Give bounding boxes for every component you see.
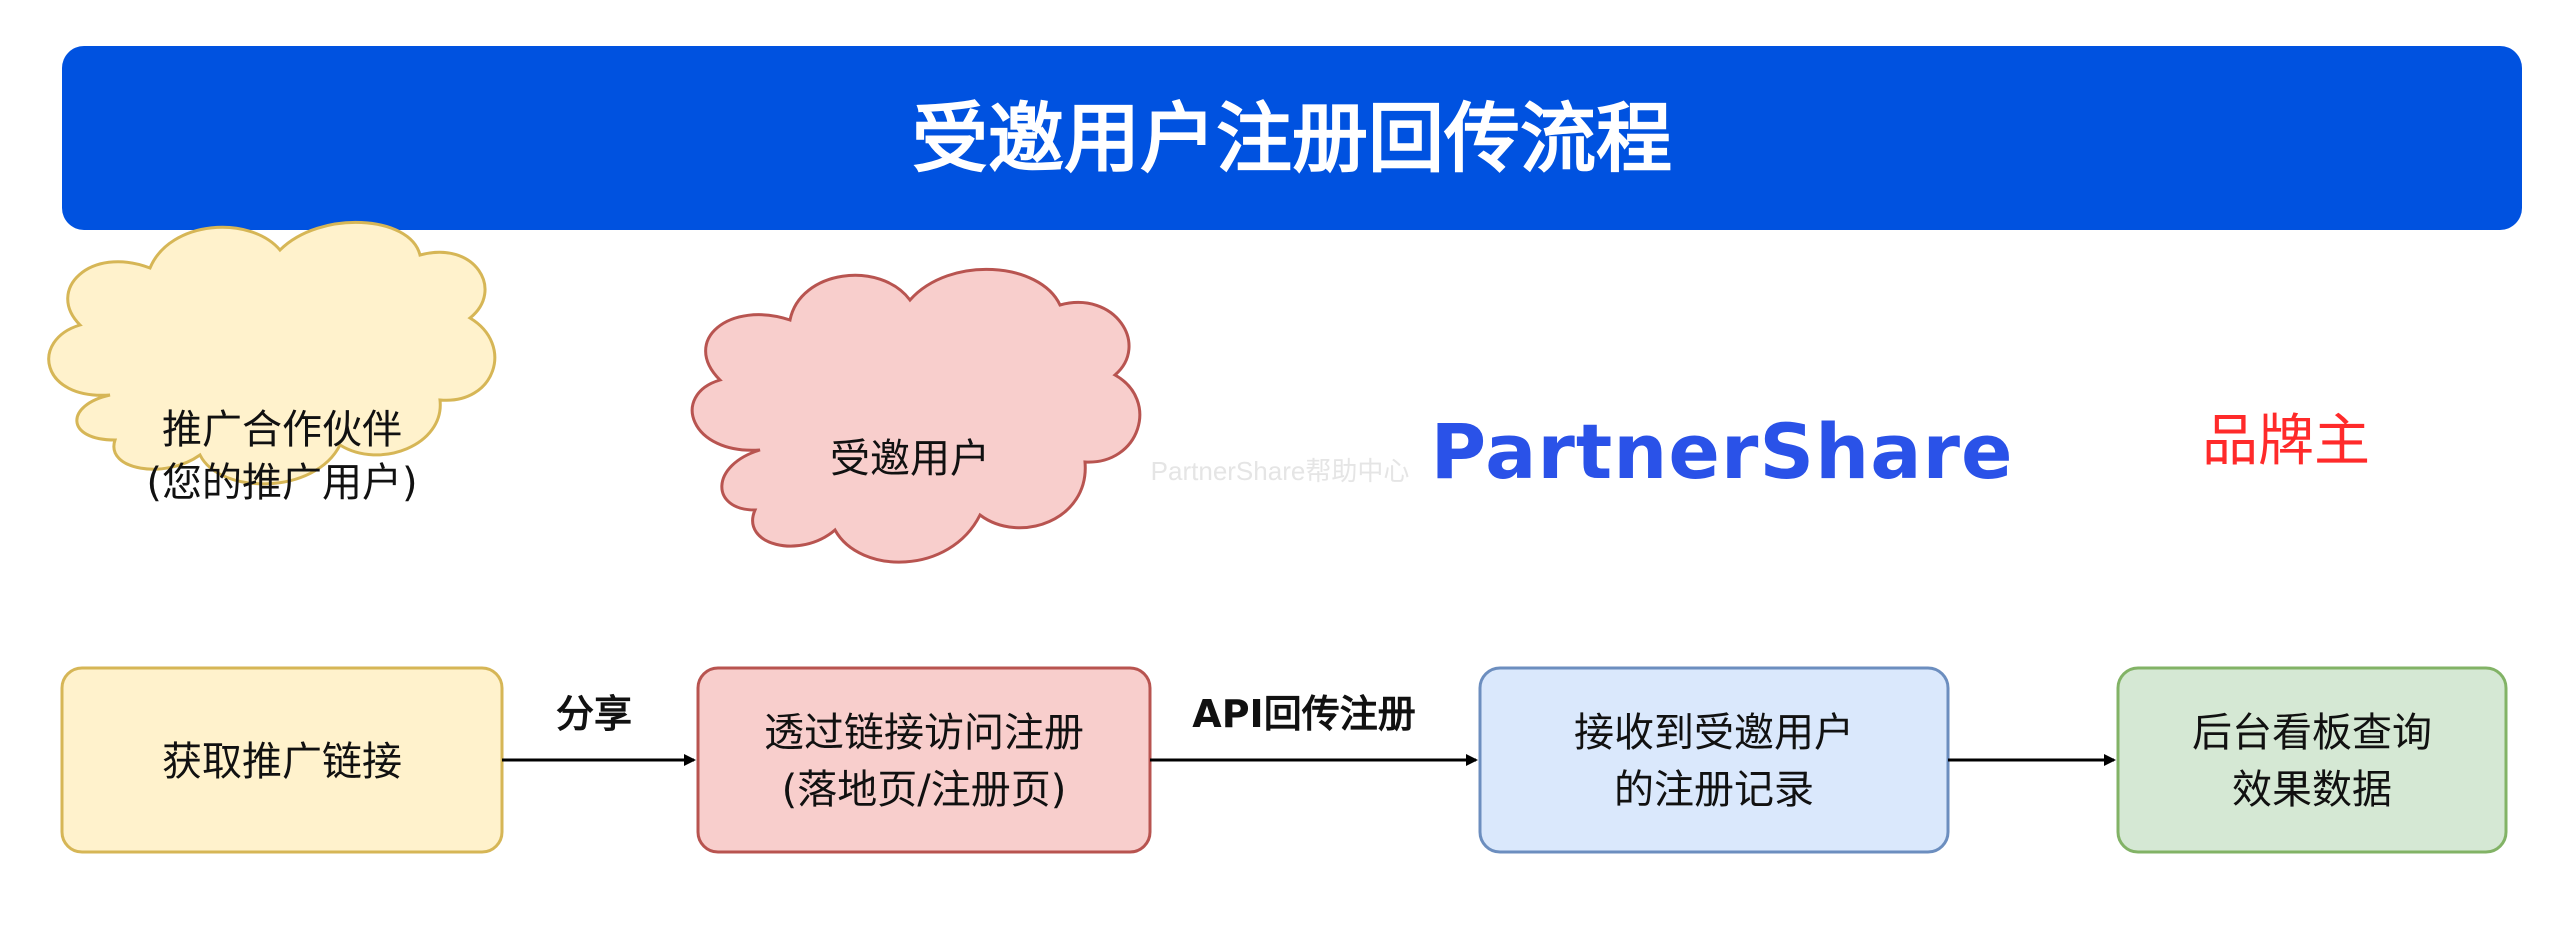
header-banner: 受邀用户注册回传流程 [62, 46, 2522, 230]
step-box-receive-record: 接收到受邀用户 的注册记录 [1478, 666, 1950, 854]
step-box-3-line1: 接收到受邀用户 [1574, 710, 1854, 756]
partner-cloud-line1: 推广合作伙伴 [162, 407, 402, 453]
watermark-text: PartnerShare帮助中心 [1151, 456, 1410, 486]
invitee-cloud: 受邀用户 [690, 267, 1142, 564]
arrow-api-label: API回传注册 [1192, 692, 1415, 736]
step-box-4-line1: 后台看板查询 [2192, 710, 2432, 756]
header-background [62, 46, 2522, 230]
step-box-get-link: 获取推广链接 [60, 666, 504, 854]
step-box-2-shape [696, 666, 1152, 854]
partnershare-logo: PartnerShare [1430, 407, 2013, 496]
step-box-3-line2: 的注册记录 [1614, 767, 1814, 813]
step-box-visit-register: 透过链接访问注册 (落地页/注册页) [696, 666, 1152, 854]
invitee-cloud-shape [690, 267, 1142, 564]
step-box-dashboard: 后台看板查询 效果数据 [2116, 666, 2508, 854]
partner-cloud-line2: (您的推广用户) [146, 460, 417, 506]
partner-cloud-shape [47, 221, 497, 486]
step-box-2-line2: (落地页/注册页) [782, 767, 1067, 813]
brand-owner-label: 品牌主 [2202, 409, 2370, 474]
arrow-share: 分享 [502, 692, 696, 766]
step-box-4-shape [2116, 666, 2508, 854]
invitee-cloud-label: 受邀用户 [830, 436, 990, 482]
arrow-api-callback: API回传注册 [1150, 692, 1478, 766]
page-title: 受邀用户注册回传流程 [912, 94, 1672, 183]
step-box-2-line1: 透过链接访问注册 [764, 710, 1084, 756]
partner-cloud: 推广合作伙伴 (您的推广用户) [47, 221, 497, 506]
arrow-share-label: 分享 [556, 692, 632, 736]
step-box-4-line2: 效果数据 [2232, 767, 2392, 813]
step-box-3-shape [1478, 666, 1950, 854]
step-box-1-line1: 获取推广链接 [162, 739, 402, 785]
